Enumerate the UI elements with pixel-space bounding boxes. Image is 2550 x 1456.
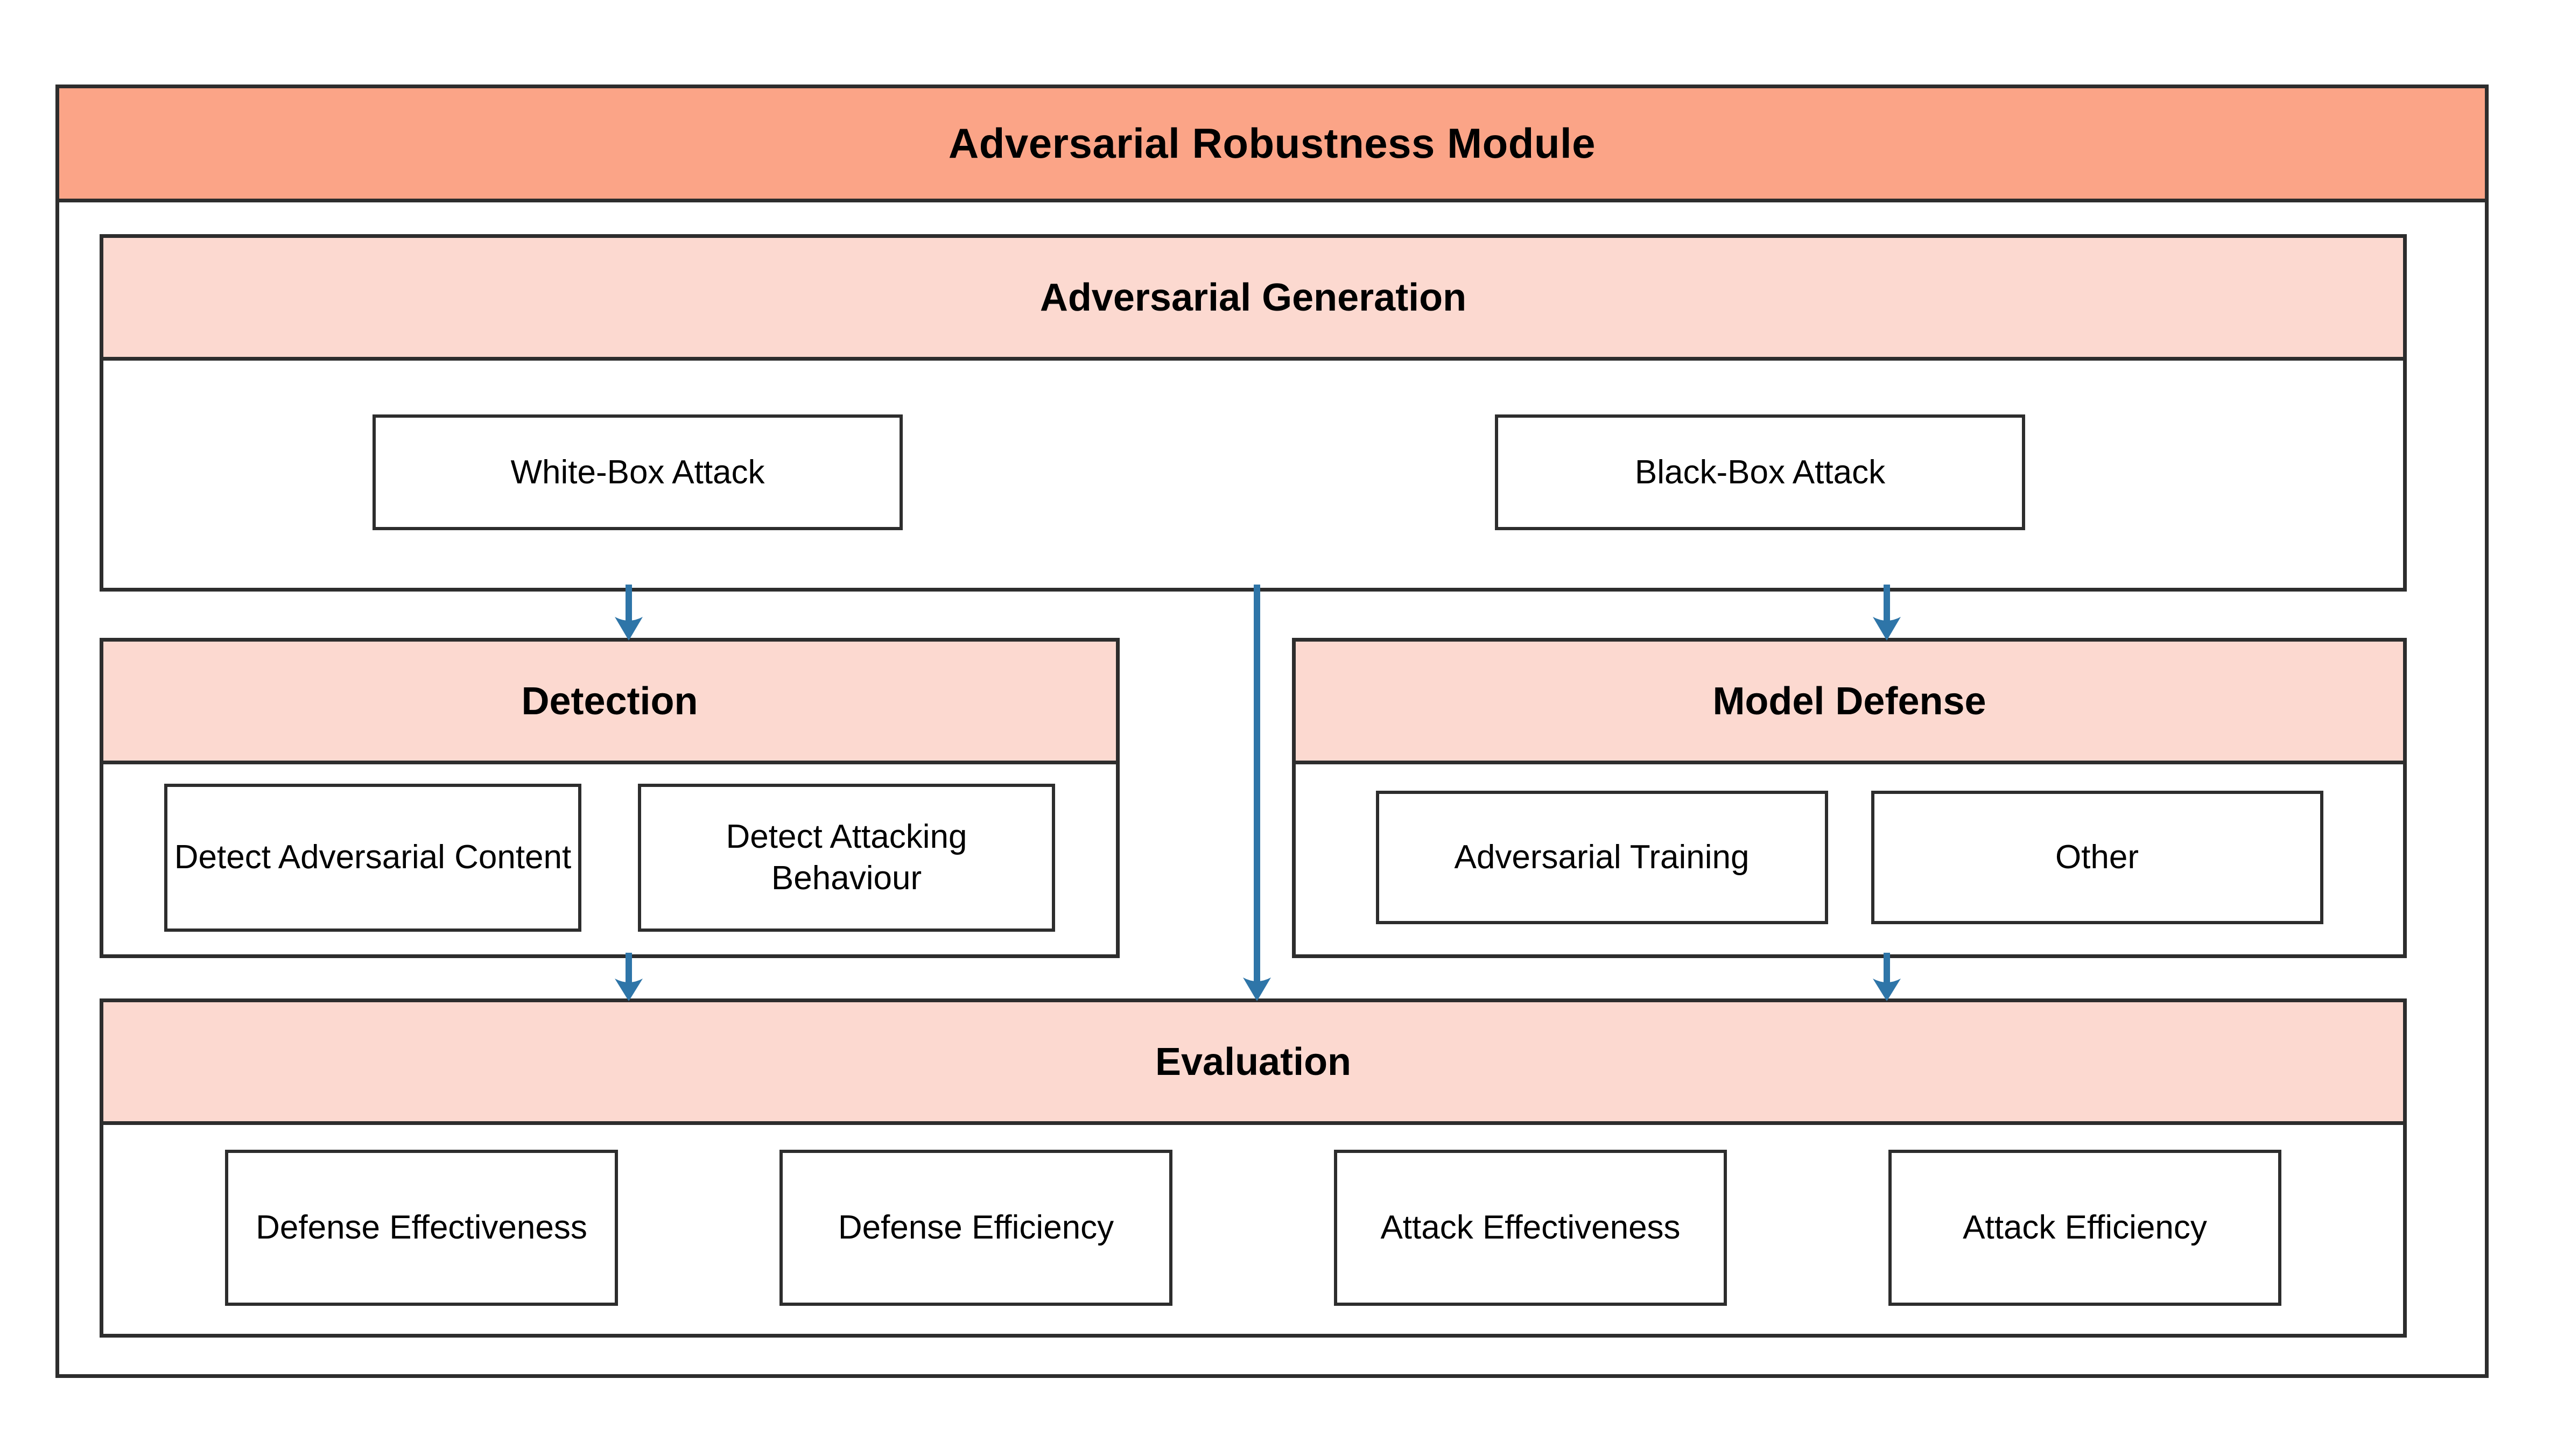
panel-body-adversarial-generation: White-Box Attack Black-Box Attack [103, 361, 2403, 584]
panel-adversarial-generation: Adversarial Generation White-Box Attack … [100, 234, 2407, 592]
box-defense-efficiency[interactable]: Defense Efficiency [779, 1149, 1172, 1306]
box-defense-effectiveness[interactable]: Defense Effectiveness [225, 1149, 618, 1306]
box-white-box-attack[interactable]: White-Box Attack [373, 414, 903, 530]
box-other[interactable]: Other [1871, 791, 2323, 924]
arrow-model-defense-to-evaluation [1868, 953, 1906, 1002]
box-detect-adversarial-content[interactable]: Detect Adversarial Content [164, 783, 581, 932]
box-adversarial-training[interactable]: Adversarial Training [1375, 791, 1828, 924]
panel-header-detection: Detection [103, 642, 1116, 764]
arrow-generation-to-detection [610, 585, 648, 642]
arrow-generation-to-model-defense [1868, 585, 1906, 642]
module-title-bar: Adversarial Robustness Module [59, 88, 2485, 202]
panel-evaluation: Evaluation Defense Effectiveness Defense… [100, 998, 2407, 1338]
panel-header-evaluation: Evaluation [103, 1002, 2403, 1125]
panel-body-evaluation: Defense Effectiveness Defense Efficiency… [103, 1125, 2403, 1330]
panel-detection: Detection Detect Adversarial Content Det… [100, 638, 1120, 958]
panel-body-detection: Detect Adversarial Content Detect Attack… [103, 764, 1116, 951]
arrow-generation-to-evaluation [1238, 585, 1276, 1002]
box-detect-attacking-behaviour[interactable]: Detect Attacking Behaviour [638, 783, 1055, 932]
panel-title-detection: Detection [521, 679, 698, 723]
panel-body-model-defense: Adversarial Training Other [1296, 764, 2403, 951]
panel-title-evaluation: Evaluation [1155, 1040, 1352, 1084]
box-black-box-attack[interactable]: Black-Box Attack [1495, 414, 2025, 530]
panel-header-model-defense: Model Defense [1296, 642, 2403, 764]
panel-title-model-defense: Model Defense [1712, 679, 1986, 723]
panel-model-defense: Model Defense Adversarial Training Other [1292, 638, 2407, 958]
module-title-text: Adversarial Robustness Module [948, 119, 1596, 167]
box-attack-efficiency[interactable]: Attack Efficiency [1888, 1149, 2281, 1306]
arrow-detection-to-evaluation [610, 953, 648, 1002]
box-attack-effectiveness[interactable]: Attack Effectiveness [1334, 1149, 1727, 1306]
panel-title-adversarial-generation: Adversarial Generation [1039, 276, 1467, 319]
adversarial-robustness-module-frame: Adversarial Robustness Module Adversaria… [55, 85, 2489, 1378]
panel-header-adversarial-generation: Adversarial Generation [103, 238, 2403, 361]
